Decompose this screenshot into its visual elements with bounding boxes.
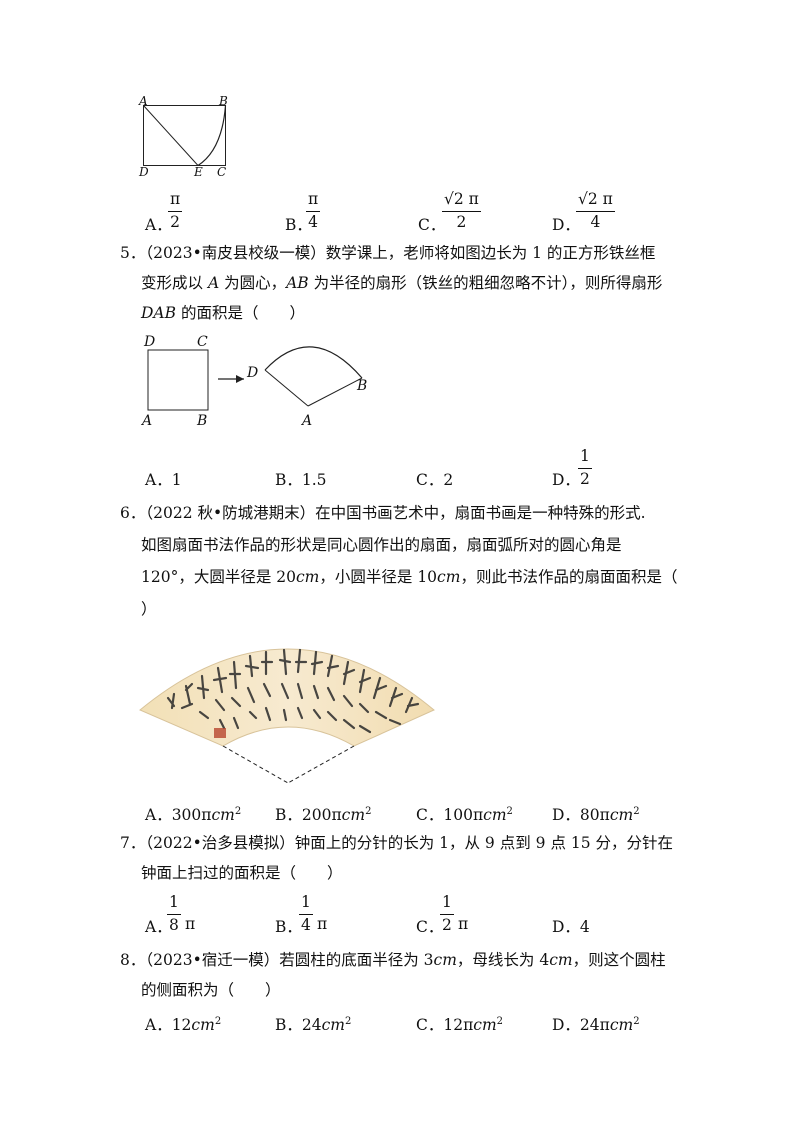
q4-option-d-letter[interactable]: D． [552, 216, 580, 234]
q5-fig-label-a2: A [302, 413, 313, 429]
q5-fig-label-d: D [144, 334, 156, 350]
q5-option-d-letter[interactable]: D． [552, 471, 580, 489]
q4-label-a: A [139, 94, 148, 108]
q5-option-c[interactable]: C．2 [416, 471, 454, 489]
q5-figure [147, 346, 363, 411]
q4-label-c: C [217, 165, 227, 179]
q7-option-b-pi: π [317, 915, 328, 933]
q7-source: （2022•治多县模拟） [145, 834, 295, 852]
q8-line-2: 的侧面积为（ ） [141, 981, 281, 999]
q5-line-2: 变形成以 A 为圆心，AB 为半径的扇形（铁丝的粗细忽略不计），则所得扇形 [141, 274, 663, 292]
q4-figure [143, 105, 227, 167]
q5-text-1: 数学课上，老师将如图边长为 1 的正方形铁丝框 [325, 244, 656, 262]
q4-option-c-letter[interactable]: C． [418, 216, 446, 234]
q4-option-b-letter[interactable]: B． [285, 216, 312, 234]
q4-label-b: B [219, 94, 228, 108]
q6-fan-figure [139, 648, 435, 784]
q5-source: （2023•南皮县校级一模） [145, 244, 326, 262]
q6-source: （2022 秋•防城港期末） [145, 504, 316, 522]
q5-line-3: DAB 的面积是（ ） [141, 304, 305, 322]
q5-option-b[interactable]: B．1.5 [275, 471, 327, 489]
q8-option-b[interactable]: B．24cm2 [275, 1015, 352, 1034]
q6-line-1: 6．（2022 秋•防城港期末）在中国书画艺术中，扇面书画是一种特殊的形式. [120, 504, 646, 522]
q6-option-d[interactable]: D．80πcm2 [552, 805, 640, 824]
q7-option-d[interactable]: D．4 [552, 918, 590, 936]
q8-option-a[interactable]: A．12cm2 [145, 1015, 222, 1034]
q7-option-a-letter[interactable]: A． [145, 918, 172, 936]
q6-option-a[interactable]: A．300πcm2 [145, 805, 242, 824]
q6-line-2: 如图扇面书法作品的形状是同心圆作出的扇面，扇面弧所对的圆心角是 [141, 536, 622, 554]
q4-label-d: D [139, 165, 149, 179]
q8-option-c[interactable]: C．12πcm2 [416, 1015, 504, 1034]
q6-number: 6． [120, 504, 146, 522]
q6-line-3: 120°，大圆半径是 20cm，小圆半径是 10cm，则此书法作品的扇面面积是（ [141, 568, 678, 586]
q7-line-2: 钟面上扫过的面积是（ ） [141, 864, 343, 882]
q8-option-d[interactable]: D．24πcm2 [552, 1015, 640, 1034]
q8-source: （2023•宿迁一模） [145, 951, 280, 969]
q7-option-a-pi: π [185, 915, 196, 933]
q6-option-c[interactable]: C．100πcm2 [416, 805, 513, 824]
q6-option-b[interactable]: B．200πcm2 [275, 805, 372, 824]
q5-fig-label-b2: B [357, 378, 368, 394]
q7-option-c-pi: π [458, 915, 469, 933]
q5-option-a[interactable]: A．1 [145, 471, 182, 489]
q4-option-a-letter[interactable]: A． [145, 216, 172, 234]
q7-option-c-letter[interactable]: C． [416, 918, 444, 936]
q6-line-4: ） [141, 600, 157, 618]
q7-line-1: 7．（2022•治多县模拟）钟面上的分针的长为 1，从 9 点到 9 点 15 … [120, 834, 674, 852]
q5-fig-label-d2: D [247, 365, 259, 381]
q5-fig-label-b: B [197, 413, 208, 429]
q5-number: 5． [120, 244, 146, 262]
q7-number: 7． [120, 834, 146, 852]
q4-label-e: E [194, 165, 203, 179]
q7-option-b-letter[interactable]: B． [275, 918, 302, 936]
q8-number: 8． [120, 951, 146, 969]
q5-fig-label-c: C [197, 334, 208, 350]
q5-fig-label-a: A [142, 413, 153, 429]
q8-line-1: 8．（2023•宿迁一模）若圆柱的底面半径为 3cm，母线长为 4cm，则这个圆… [120, 951, 666, 969]
q5-line-1: 5．（2023•南皮县校级一模）数学课上，老师将如图边长为 1 的正方形铁丝框 [120, 244, 656, 262]
